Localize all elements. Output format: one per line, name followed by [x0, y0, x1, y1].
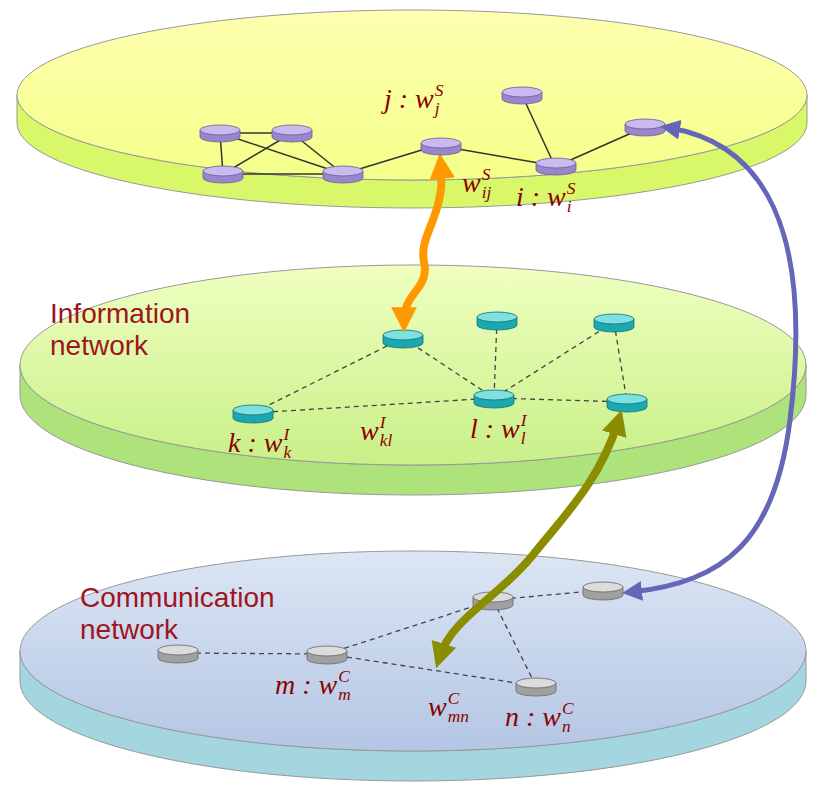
information-links [253, 320, 627, 413]
cylinder-shape [233, 404, 273, 422]
subscript: l [521, 430, 527, 448]
math-label: k : wIk [228, 426, 291, 462]
node-cylinder: n : wCn [516, 677, 556, 695]
cylinder-shape [516, 677, 556, 695]
network-link [347, 657, 516, 683]
superscript: C [562, 700, 574, 718]
subscript: i [567, 198, 576, 216]
layer-title-text: Communication network [80, 582, 275, 645]
math-label: i : wSi [516, 180, 575, 216]
network-link [273, 399, 474, 412]
node-cylinder: l : wIl [474, 389, 514, 407]
top-disk [17, 10, 807, 208]
script-stack: Sj [435, 82, 444, 118]
node-cylinder: i : wSi [536, 157, 576, 175]
label-base: k : w [228, 427, 282, 458]
subscript: mn [448, 708, 469, 726]
label-base: w [360, 415, 379, 446]
layer-title: Communication network [80, 582, 295, 646]
superscript: I [283, 426, 291, 444]
label-base: i : w [516, 181, 566, 212]
script-stack: Il [521, 412, 527, 448]
math-label: wCmn [428, 690, 469, 726]
subscript: ij [482, 184, 492, 202]
layer-title: Information network [50, 298, 265, 362]
mapping-arrows [404, 128, 796, 656]
script-stack: Cm [338, 668, 351, 704]
label-base: m : w [275, 669, 337, 700]
superscript: S [567, 180, 576, 198]
cylinder-shape [307, 645, 347, 663]
cylinder-shape [474, 389, 514, 407]
cylinder-shape [536, 157, 576, 175]
node-cylinder: m : wCm [307, 645, 347, 663]
math-label: wSij [462, 166, 491, 202]
math-label: n : wCn [505, 700, 574, 736]
math-label: l : wIl [470, 412, 527, 448]
cylinder-shape [421, 137, 461, 155]
social-links [220, 95, 645, 174]
subscript: n [562, 718, 574, 736]
superscript: S [435, 82, 444, 100]
subscript: k [283, 444, 291, 462]
superscript: S [482, 166, 492, 184]
node-cylinders [158, 87, 665, 663]
math-label: j : wSj [384, 82, 443, 118]
script-stack: Sij [482, 166, 492, 202]
superscript: I [380, 414, 393, 432]
superscript: I [521, 412, 527, 430]
label-base: n : w [505, 701, 561, 732]
subscript: j [435, 100, 444, 118]
label-base: w [428, 691, 447, 722]
math-label: wIkl [360, 414, 392, 450]
label-base: j : w [384, 83, 434, 114]
script-stack: Ik [283, 426, 291, 462]
node-cylinder: k : wIk [233, 404, 273, 422]
script-stack: Ikl [380, 414, 393, 450]
label-base: w [462, 167, 481, 198]
layer-title-text: Information network [50, 298, 190, 361]
superscript: C [338, 668, 351, 686]
script-stack: Cn [562, 700, 574, 736]
communication-links [178, 590, 603, 686]
subscript: m [338, 686, 351, 704]
network-disk: Communication networkm : wCmn : wCn [18, 548, 808, 788]
script-stack: Si [567, 180, 576, 216]
superscript: C [448, 690, 469, 708]
subscript: kl [380, 432, 393, 450]
label-base: l : w [470, 413, 520, 444]
node-cylinder: j : wSj [421, 137, 461, 155]
math-label: m : wCm [275, 668, 351, 704]
network-link [461, 149, 536, 162]
script-stack: Cmn [448, 690, 469, 726]
